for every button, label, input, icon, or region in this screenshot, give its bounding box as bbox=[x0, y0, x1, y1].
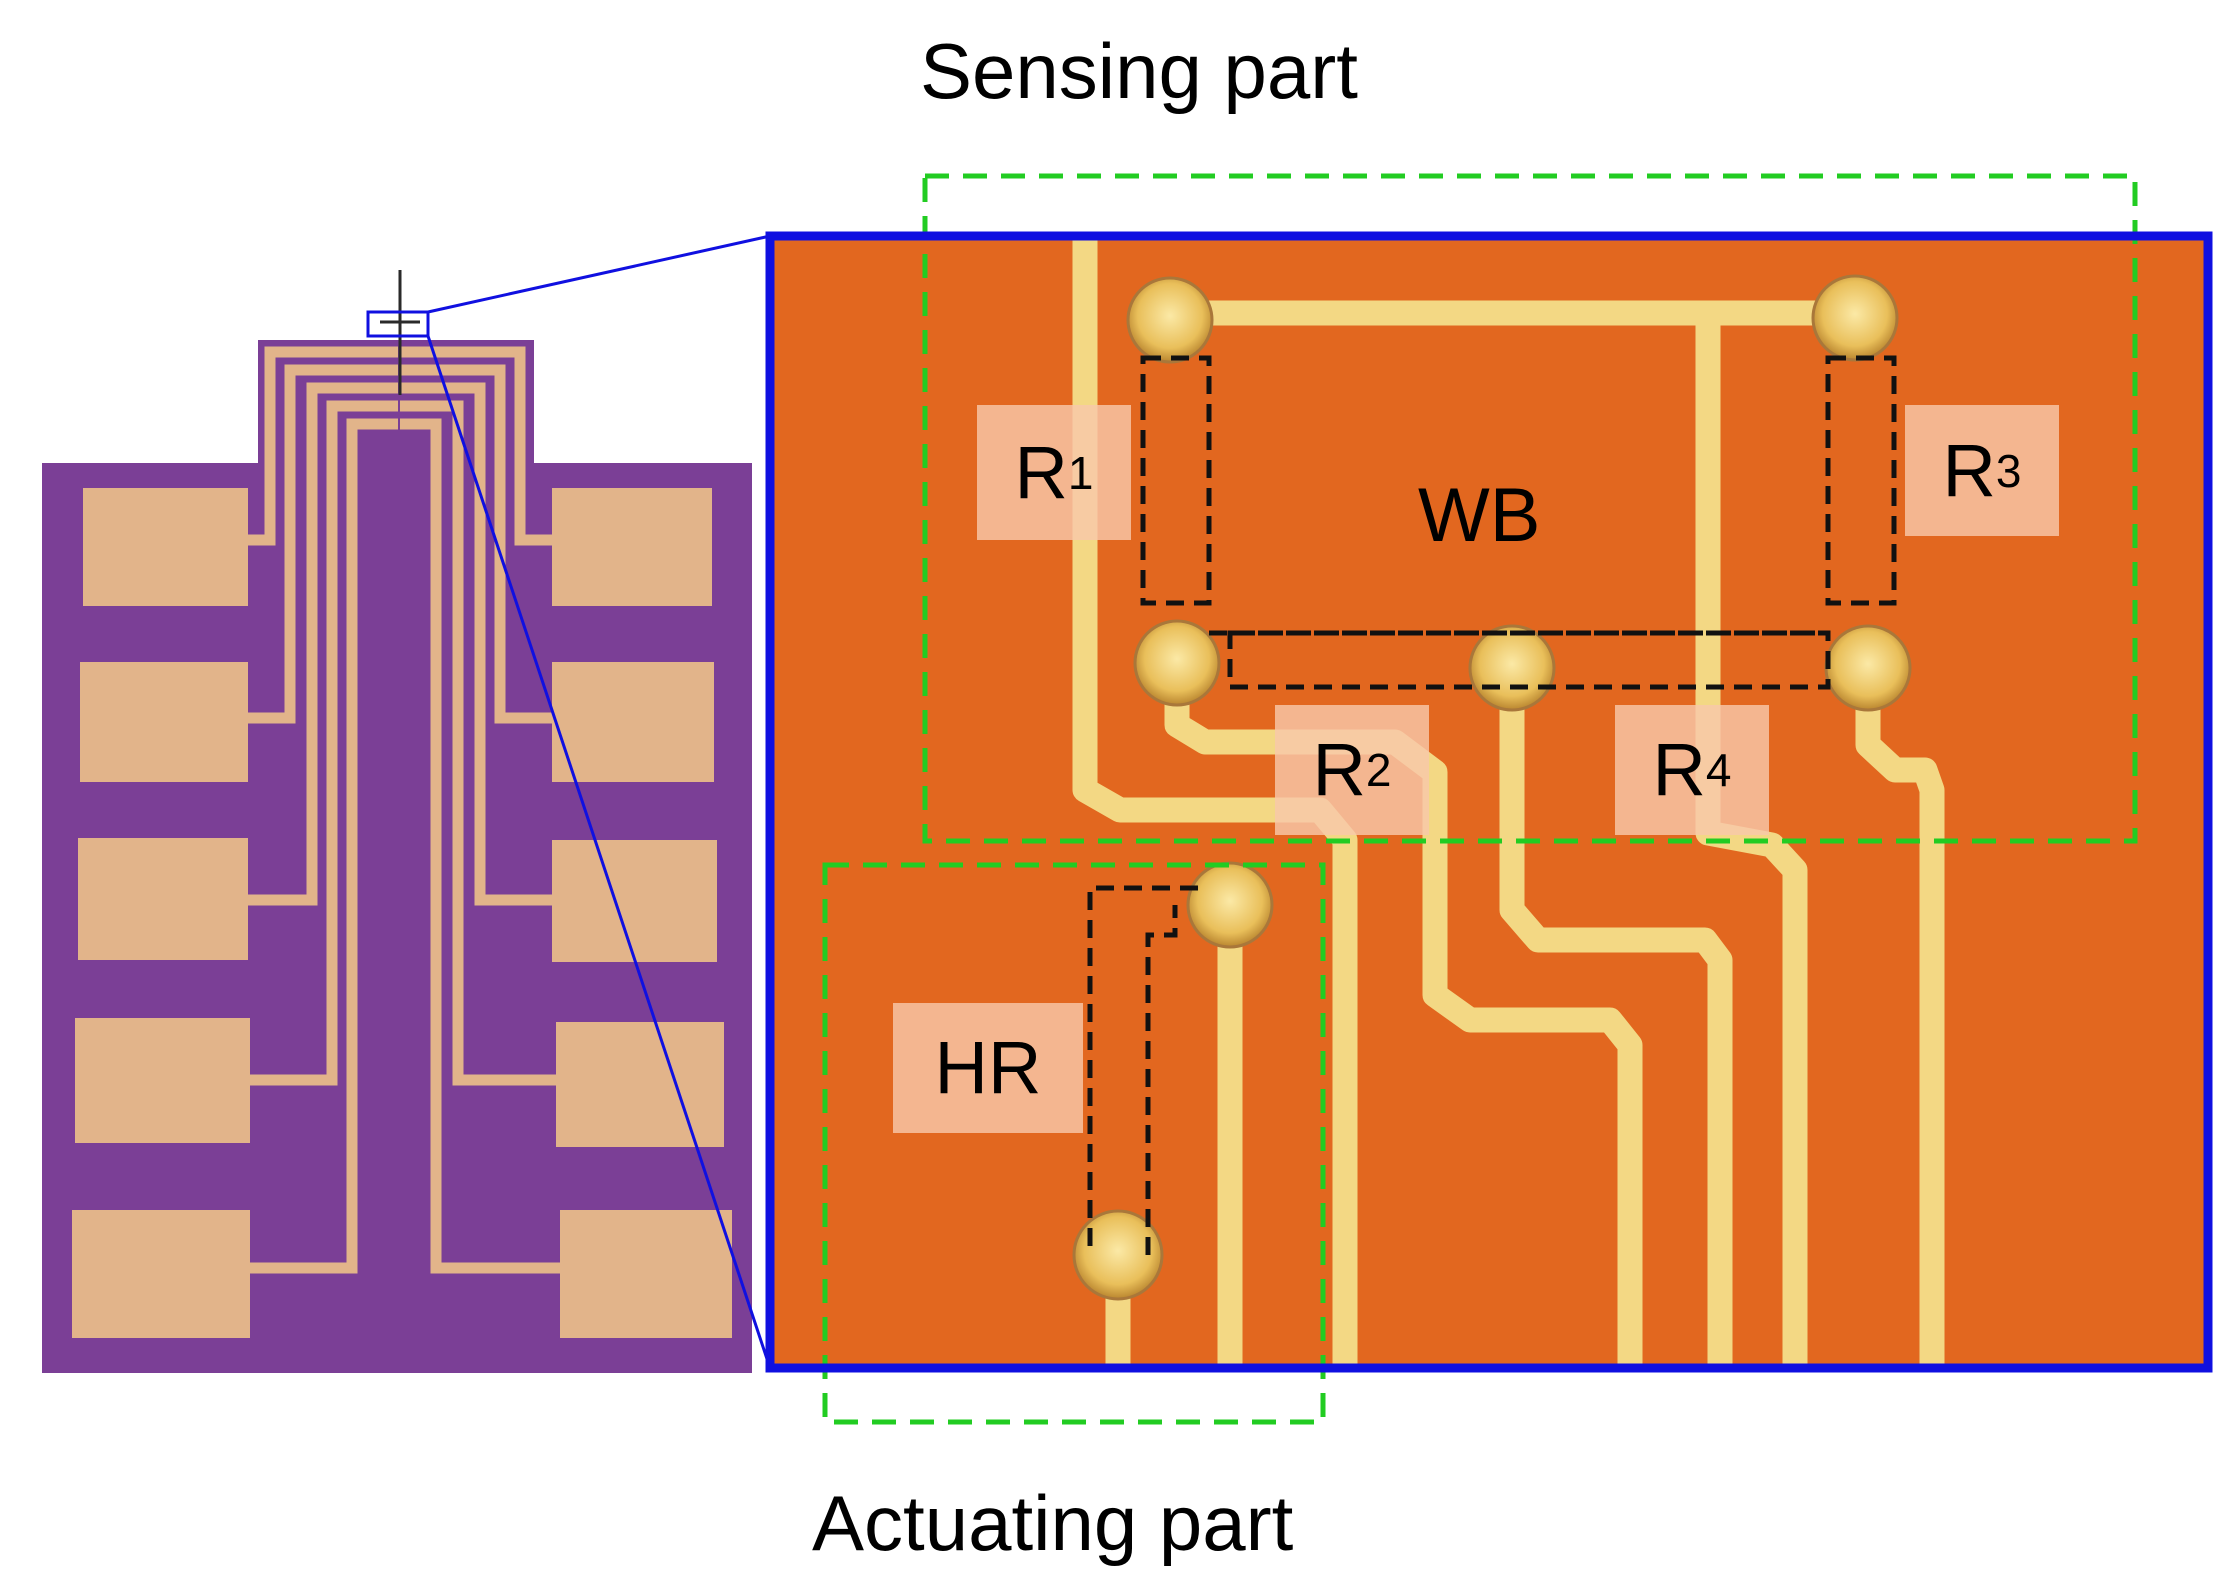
actuating-region bbox=[822, 862, 1326, 1425]
zoom-source-box bbox=[366, 310, 430, 338]
sensing-region bbox=[922, 173, 2138, 844]
zoom-connector-top bbox=[427, 234, 771, 314]
zoom-connector-bottom bbox=[426, 335, 772, 1369]
r1-outline bbox=[1140, 355, 1212, 606]
pad-hr-bottom bbox=[1072, 1209, 1164, 1301]
pad-r3-top bbox=[1811, 274, 1899, 362]
region-outlines bbox=[822, 173, 2138, 1425]
zoom-frame bbox=[765, 231, 2213, 1373]
pad-center bbox=[1468, 624, 1556, 712]
resistor-outlines bbox=[1087, 355, 1897, 1255]
pad-r1-bottom bbox=[1133, 619, 1221, 707]
label-hr: HR bbox=[893, 1003, 1083, 1133]
pad-r3-bottom bbox=[1824, 624, 1912, 712]
label-wb: WB bbox=[1418, 473, 1541, 558]
pad-hr-top bbox=[1186, 861, 1274, 949]
zoom-traces bbox=[1072, 236, 1945, 1368]
chip-leads bbox=[248, 346, 560, 1274]
label-r1-main: R bbox=[1014, 430, 1068, 514]
r2-r4-outline bbox=[1227, 630, 1831, 690]
label-r4-main: R bbox=[1652, 728, 1706, 811]
sensing-part-caption: Sensing part bbox=[920, 27, 1358, 115]
label-r2-main: R bbox=[1312, 728, 1366, 811]
r3-outline bbox=[1825, 355, 1897, 606]
chip-pads-right bbox=[552, 488, 732, 1338]
label-r3-main: R bbox=[1942, 428, 1996, 512]
chip-center-metal bbox=[368, 430, 428, 1058]
label-hr-text: HR bbox=[934, 1026, 1042, 1109]
pad-r1-top bbox=[1126, 276, 1214, 364]
chip-overview bbox=[42, 270, 752, 1373]
hr-outline bbox=[1087, 885, 1198, 1255]
zoom-view bbox=[765, 173, 2213, 1425]
actuating-part-caption: Actuating part bbox=[812, 1479, 1294, 1567]
chip-pads-left bbox=[72, 488, 250, 1338]
